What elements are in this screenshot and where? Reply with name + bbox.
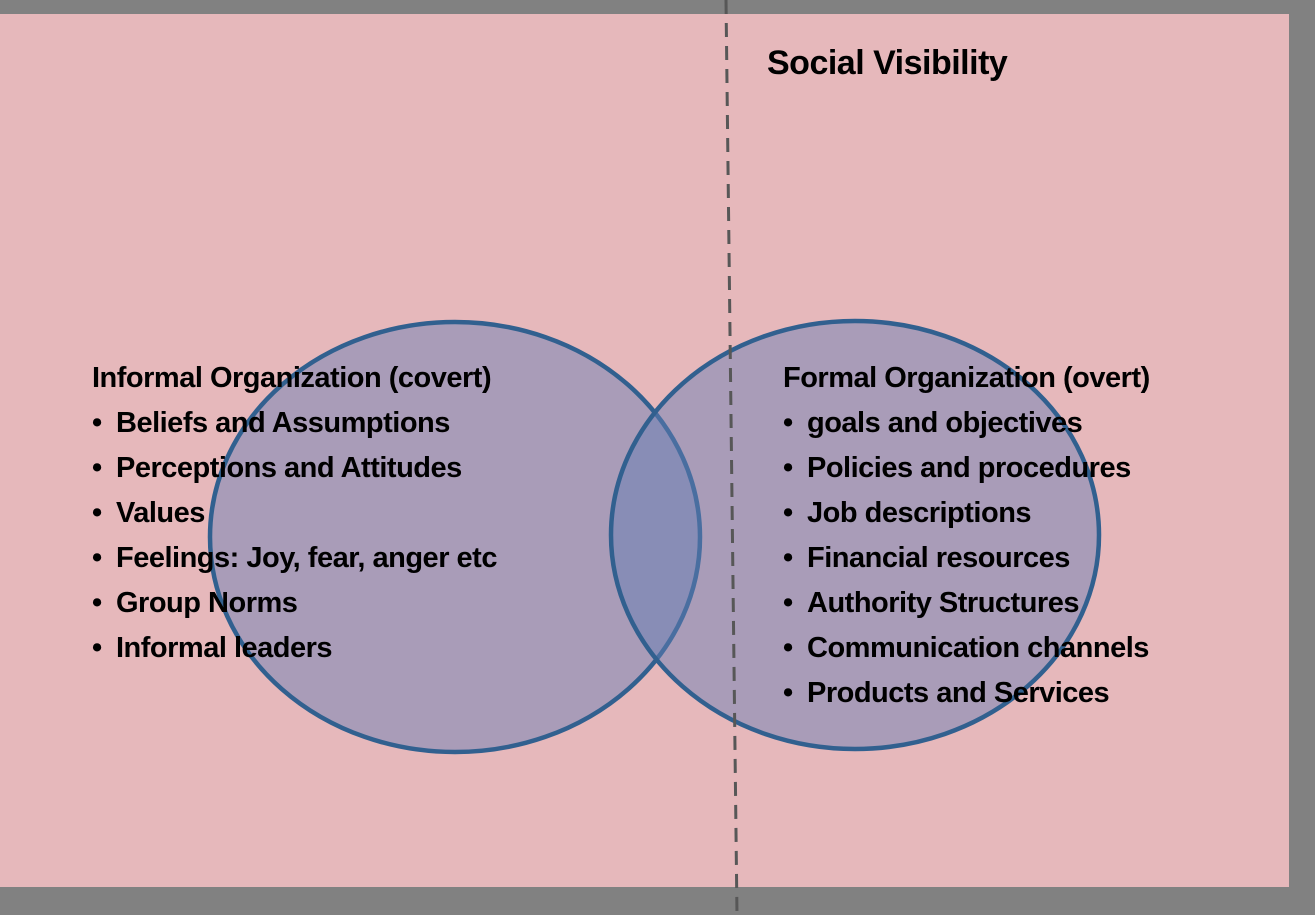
overt-text-block: Formal Organization (overt) goals and ob… [783, 356, 1150, 716]
overt-list: goals and objectivesPolicies and procedu… [783, 401, 1150, 716]
bullet-item: Job descriptions [783, 491, 1150, 536]
bullet-item: Feelings: Joy, fear, anger etc [92, 536, 497, 581]
bullet-item: Perceptions and Attitudes [92, 446, 497, 491]
bullet-item: goals and objectives [783, 401, 1150, 446]
bullet-item: Beliefs and Assumptions [92, 401, 497, 446]
bullet-item: Authority Structures [783, 581, 1150, 626]
overt-heading: Formal Organization (overt) [783, 362, 1150, 394]
bullet-item: Group Norms [92, 581, 497, 626]
bullet-item: Communication channels [783, 626, 1150, 671]
bullet-item: Informal leaders [92, 626, 497, 671]
bullet-item: Values [92, 491, 497, 536]
covert-text-block: Informal Organization (covert) Beliefs a… [92, 356, 497, 671]
covert-heading: Informal Organization (covert) [92, 362, 492, 394]
bullet-item: Products and Services [783, 671, 1150, 716]
covert-list: Beliefs and AssumptionsPerceptions and A… [92, 401, 497, 671]
social-visibility-label: Social Visibility [767, 44, 1008, 82]
bullet-item: Financial resources [783, 536, 1150, 581]
bullet-item: Policies and procedures [783, 446, 1150, 491]
social-visibility-divider-line [724, 0, 739, 915]
